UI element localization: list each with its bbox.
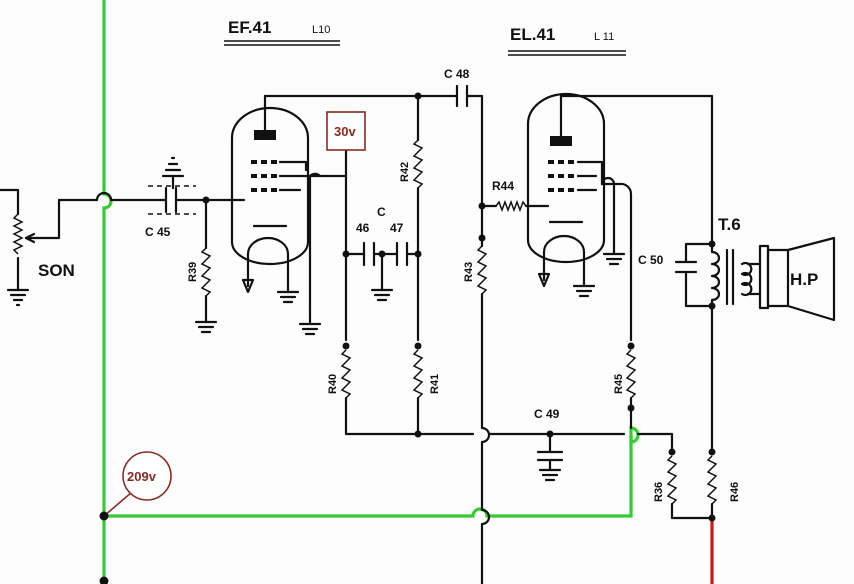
- voltage-marker-30v: 30v: [326, 111, 366, 151]
- capacitor-c49: [487, 430, 674, 482]
- ef41-name: EF.41: [228, 18, 271, 37]
- el41-socket: L 11: [594, 31, 614, 43]
- supply-rail: [102, 0, 640, 584]
- r42-label: R42: [399, 162, 411, 182]
- resistor-r40: [340, 342, 475, 436]
- c-pair-label: C: [377, 205, 386, 219]
- c50-label: C 50: [638, 253, 664, 267]
- output-transformer: [674, 240, 762, 454]
- r45-label: R45: [613, 374, 625, 394]
- voltage-marker-209v: 209v: [99, 451, 172, 521]
- transformer-label: T.6: [718, 215, 741, 234]
- c47-label: 47: [390, 221, 404, 235]
- capacitor-c45: [148, 156, 208, 215]
- r36-label: R36: [653, 482, 665, 502]
- c49-label: C 49: [534, 407, 560, 421]
- c45-label: C 45: [145, 225, 171, 239]
- r44-label: R44: [492, 179, 514, 193]
- son-label: SON: [38, 261, 75, 280]
- speaker: [758, 236, 836, 322]
- capacitor-c48: [455, 84, 484, 208]
- tube-ef41: [204, 94, 348, 336]
- svg-text:30v: 30v: [334, 124, 356, 139]
- resistor-r36: [666, 448, 714, 520]
- ef41-socket: L10: [312, 24, 330, 36]
- capacitor-c46-c47: [342, 174, 420, 342]
- c48-label: C 48: [444, 67, 470, 81]
- r41-label: R41: [429, 374, 441, 394]
- r40-label: R40: [327, 374, 339, 394]
- r39-label: R39: [187, 262, 199, 282]
- resistor-r46: [706, 448, 718, 522]
- el41-name: EL.41: [510, 25, 555, 44]
- resistor-r41: [412, 342, 424, 438]
- r46-label: R46: [729, 482, 741, 502]
- tube-el41: [526, 92, 714, 342]
- resistor-r39: [194, 196, 218, 334]
- resistor-r43: [476, 202, 491, 584]
- input-section: [0, 188, 167, 307]
- speaker-label: H.P: [790, 270, 818, 289]
- c46-label: 46: [356, 221, 370, 235]
- resistor-r42: [412, 94, 424, 342]
- svg-text:209v: 209v: [127, 469, 157, 484]
- resistor-r44: [480, 199, 550, 213]
- resistor-r45: [625, 342, 637, 430]
- r43-label: R43: [463, 262, 475, 282]
